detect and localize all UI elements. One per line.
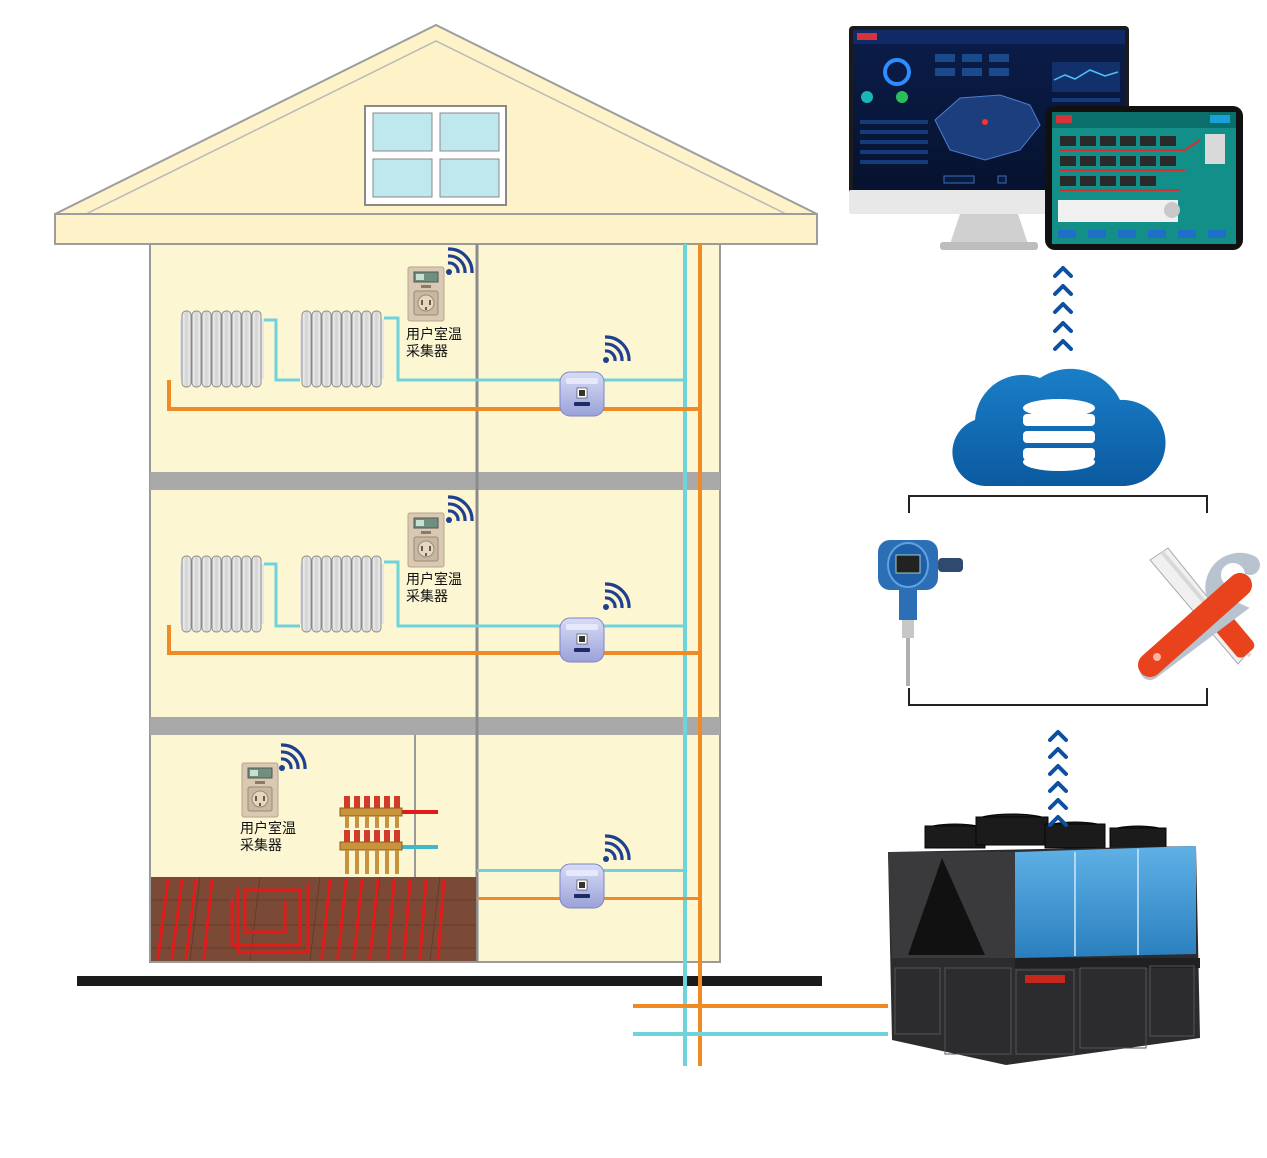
radiator-icon bbox=[299, 310, 385, 388]
cloud-database-icon bbox=[952, 368, 1166, 486]
collector-floor1: 用户室温 采集器 bbox=[240, 743, 307, 854]
floor-slab-2 bbox=[150, 472, 720, 490]
floor-heating bbox=[151, 876, 476, 962]
collector-label-line1: 用户室温 bbox=[240, 820, 296, 837]
heat-pump-unit-icon bbox=[888, 813, 1200, 1065]
balance-valve-icon bbox=[559, 617, 605, 663]
field-devices-bracket bbox=[908, 495, 1208, 706]
radiator-icon bbox=[179, 310, 265, 388]
tablet-dashboard-icon bbox=[1045, 106, 1243, 250]
floor2-piping bbox=[167, 560, 702, 655]
collector-label-line2: 采集器 bbox=[240, 837, 282, 854]
radiator-icon bbox=[299, 555, 385, 633]
roof bbox=[54, 23, 818, 245]
house: 用户室温 采集器 用户室温 采集器 用户室温 采集器 bbox=[54, 23, 888, 1066]
collector-label-line2: 采集器 bbox=[406, 588, 448, 605]
upward-arrows-cloud bbox=[1053, 266, 1073, 351]
tools-icon bbox=[1138, 547, 1260, 680]
collector-floor3: 用户室温 采集器 bbox=[406, 247, 474, 360]
room-temp-collector-icon bbox=[407, 266, 445, 322]
ground-line bbox=[77, 976, 822, 986]
room-temp-collector-icon bbox=[407, 512, 445, 568]
room-temp-collector-icon bbox=[241, 762, 279, 818]
upward-arrows-heatpump bbox=[1048, 730, 1068, 827]
attic-window bbox=[364, 105, 507, 206]
collector-label-line1: 用户室温 bbox=[406, 571, 462, 588]
floor3-piping bbox=[167, 316, 702, 411]
main-pipes bbox=[633, 1004, 888, 1036]
collector-label-line2: 采集器 bbox=[406, 343, 448, 360]
balance-valve-icon bbox=[559, 371, 605, 417]
balance-valve-icon bbox=[559, 863, 605, 909]
collector-floor2: 用户室温 采集器 bbox=[406, 495, 474, 605]
manifold-icon bbox=[339, 796, 403, 874]
floor-slab-1 bbox=[150, 717, 720, 735]
brand-badge bbox=[1025, 975, 1065, 983]
radiator-icon bbox=[179, 555, 265, 633]
temperature-transmitter-icon bbox=[878, 540, 963, 686]
collector-label-line1: 用户室温 bbox=[406, 326, 462, 343]
